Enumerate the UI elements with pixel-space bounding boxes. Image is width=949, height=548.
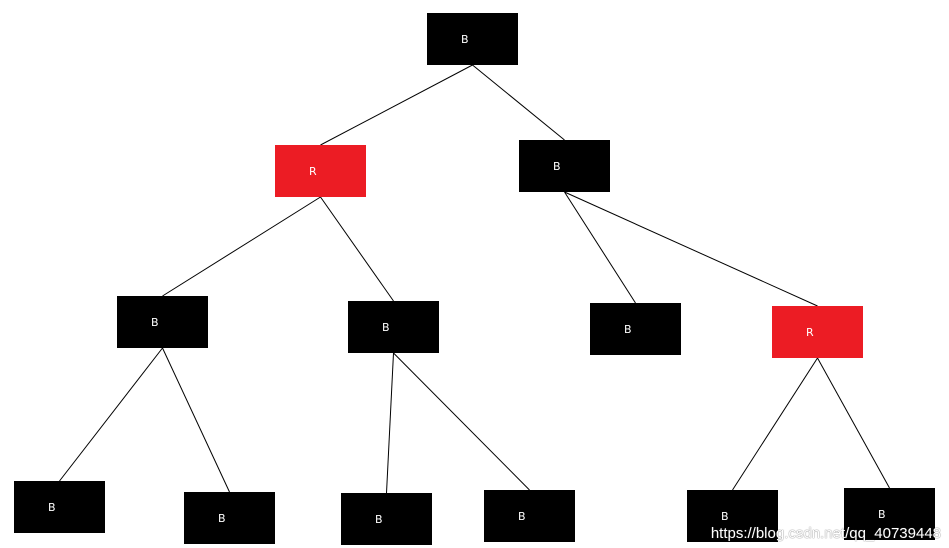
tree-node-root: B <box>427 13 518 65</box>
node-label: B <box>553 160 561 173</box>
edge-n-rr-n-rrr <box>817 357 890 489</box>
node-label: R <box>309 165 317 178</box>
node-box-black <box>519 140 610 192</box>
tree-node-n-ll: B <box>117 296 208 348</box>
edge-n-right-n-rr <box>564 191 818 307</box>
tree-node-n-rrl: B <box>687 490 778 542</box>
tree-node-n-lrl: B <box>341 493 432 545</box>
node-label: B <box>151 316 159 329</box>
watermark-url: https://blog.csdn.net/qq_40739448 <box>710 525 941 542</box>
tree-nodes: B R B B B B R B B B B B B <box>14 13 935 545</box>
node-box-black <box>117 296 208 348</box>
edge-n-left-n-lr <box>320 196 394 302</box>
edge-n-ll-n-lll <box>59 347 163 482</box>
node-box-black <box>14 481 105 533</box>
tree-node-n-left: R <box>275 145 366 197</box>
node-label: B <box>461 33 469 46</box>
tree-node-n-lr: B <box>348 301 439 353</box>
node-box-red <box>772 306 863 358</box>
edge-root-n-right <box>472 64 565 141</box>
node-box-black <box>184 492 275 544</box>
edge-n-ll-n-llr <box>162 347 230 493</box>
node-label: B <box>624 323 632 336</box>
node-box-black <box>844 488 935 540</box>
node-label: B <box>48 501 56 514</box>
tree-edges <box>59 64 890 494</box>
node-label: B <box>721 510 729 523</box>
node-box-black <box>484 490 575 542</box>
edge-root-n-left <box>320 64 473 146</box>
tree-node-n-right: B <box>519 140 610 192</box>
tree-node-n-lrr: B <box>484 490 575 542</box>
tree-node-n-lll: B <box>14 481 105 533</box>
node-box-black <box>427 13 518 65</box>
node-box-black <box>348 301 439 353</box>
node-label: B <box>218 512 226 525</box>
node-label: B <box>518 510 526 523</box>
node-box-red <box>275 145 366 197</box>
tree-node-n-rl: B <box>590 303 681 355</box>
node-label: B <box>878 508 886 521</box>
edge-n-lr-n-lrl <box>386 352 394 494</box>
node-label: B <box>375 513 383 526</box>
tree-node-n-rr: R <box>772 306 863 358</box>
edge-n-left-n-ll <box>162 196 321 297</box>
edge-n-rr-n-rrl <box>732 357 818 491</box>
node-box-black <box>590 303 681 355</box>
tree-node-n-rrr: B <box>844 488 935 540</box>
tree-node-n-llr: B <box>184 492 275 544</box>
node-label: B <box>382 321 390 334</box>
node-label: R <box>806 326 814 339</box>
node-box-black <box>341 493 432 545</box>
edge-n-right-n-rl <box>564 191 636 304</box>
edge-n-lr-n-lrr <box>393 352 530 491</box>
node-box-black <box>687 490 778 542</box>
